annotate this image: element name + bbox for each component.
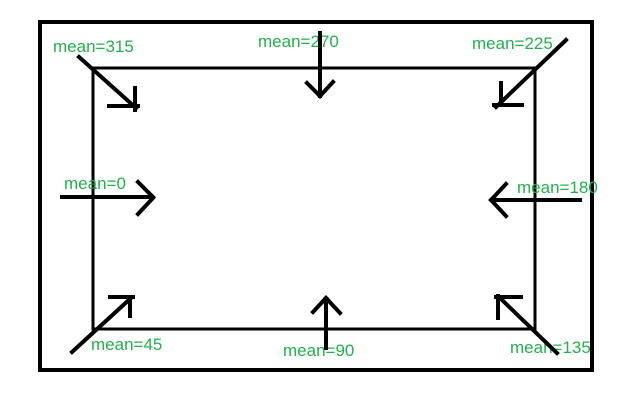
arrow-shaft (497, 295, 560, 356)
arrow-head (323, 295, 343, 316)
label-mean-90: mean=90 (283, 341, 354, 360)
label-mean-225: mean=225 (472, 34, 553, 53)
arrow-head (135, 179, 156, 200)
outer-border (38, 20, 594, 372)
arrow-head (304, 80, 323, 99)
arrow-mean-180 (488, 181, 582, 219)
arrow-mean-90 (310, 295, 343, 350)
arrow-head (488, 181, 509, 203)
arrow-mean-315 (76, 54, 140, 112)
arrow-mean-225 (492, 37, 569, 110)
label-mean-45: mean=45 (91, 335, 162, 354)
arrow-shaft (69, 295, 134, 355)
arrow-head (488, 197, 509, 219)
arrow-mean-45 (69, 295, 135, 355)
label-mean-180: mean=180 (517, 178, 598, 197)
arrow-head (135, 195, 156, 217)
arrow-shaft (493, 37, 569, 110)
arrow-head (310, 295, 329, 315)
arrow-mean-135 (494, 294, 560, 356)
arrow-mean-0 (60, 179, 156, 217)
field-rectangle (91, 66, 537, 331)
label-mean-270: mean=270 (258, 32, 339, 51)
arrow-shaft (76, 54, 139, 111)
label-mean-0: mean=0 (64, 174, 126, 193)
arrow-head (317, 79, 336, 99)
label-mean-315: mean=315 (53, 37, 134, 56)
arrow-mean-270 (304, 31, 336, 99)
